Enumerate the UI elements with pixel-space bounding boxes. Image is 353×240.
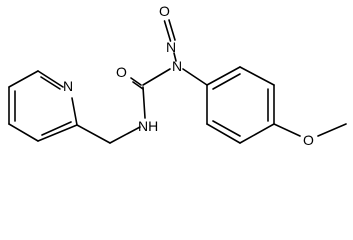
bond-py-c2-n1 bbox=[71, 97, 78, 126]
bonds bbox=[8, 19, 347, 144]
bond-nh-to-ch2 bbox=[109, 126, 141, 144]
bond-ar-c1-c2 bbox=[206, 66, 241, 86]
bond-no-double-b bbox=[168, 19, 176, 41]
bond-py-inner-3 bbox=[41, 121, 72, 136]
bond-carbonyl-c-to-nh bbox=[142, 86, 146, 119]
atom-methoxy-oxygen: O bbox=[303, 132, 314, 148]
bond-py-c4-c3 bbox=[8, 123, 39, 142]
atom-nitroso-nitrogen: N bbox=[166, 39, 176, 55]
bond-nitroso-to-urea-n bbox=[173, 52, 177, 62]
bond-ch2-to-pyridine bbox=[76, 124, 111, 144]
bond-no-double-a bbox=[163, 20, 172, 42]
bond-co-double-b bbox=[132, 81, 144, 90]
atom-carbonyl-oxygen: O bbox=[116, 64, 127, 80]
atom-urea-nitrogen: N bbox=[172, 58, 182, 74]
atom-nitroso-oxygen: O bbox=[159, 3, 170, 19]
bond-urea-n-to-aryl bbox=[182, 68, 208, 86]
atom-amide-nh: NH bbox=[138, 118, 158, 134]
atom-labels: O N N O NH N O bbox=[63, 3, 314, 148]
bond-ar-inner-3 bbox=[212, 120, 241, 137]
bond-py-c3-c2 bbox=[37, 124, 78, 142]
atom-pyridine-nitrogen: N bbox=[63, 78, 73, 94]
bond-py-n1-c6 bbox=[37, 70, 64, 88]
bond-aryl-to-methoxy-o bbox=[273, 123, 301, 137]
chemical-structure-diagram: O N N O NH N O bbox=[8, 3, 347, 148]
bond-ar-c2-c3 bbox=[239, 66, 275, 86]
bond-co-double-a bbox=[130, 77, 142, 86]
bond-methoxy-o-to-ch3 bbox=[317, 123, 347, 137]
bond-py-c6-c5 bbox=[8, 70, 39, 88]
bond-ar-c4-c5 bbox=[239, 123, 275, 144]
bond-urea-n-to-carbonyl-c bbox=[142, 68, 171, 86]
bond-ar-c5-c6 bbox=[206, 123, 241, 144]
bond-py-inner-1 bbox=[40, 76, 61, 90]
bond-ar-inner-1 bbox=[212, 73, 241, 90]
